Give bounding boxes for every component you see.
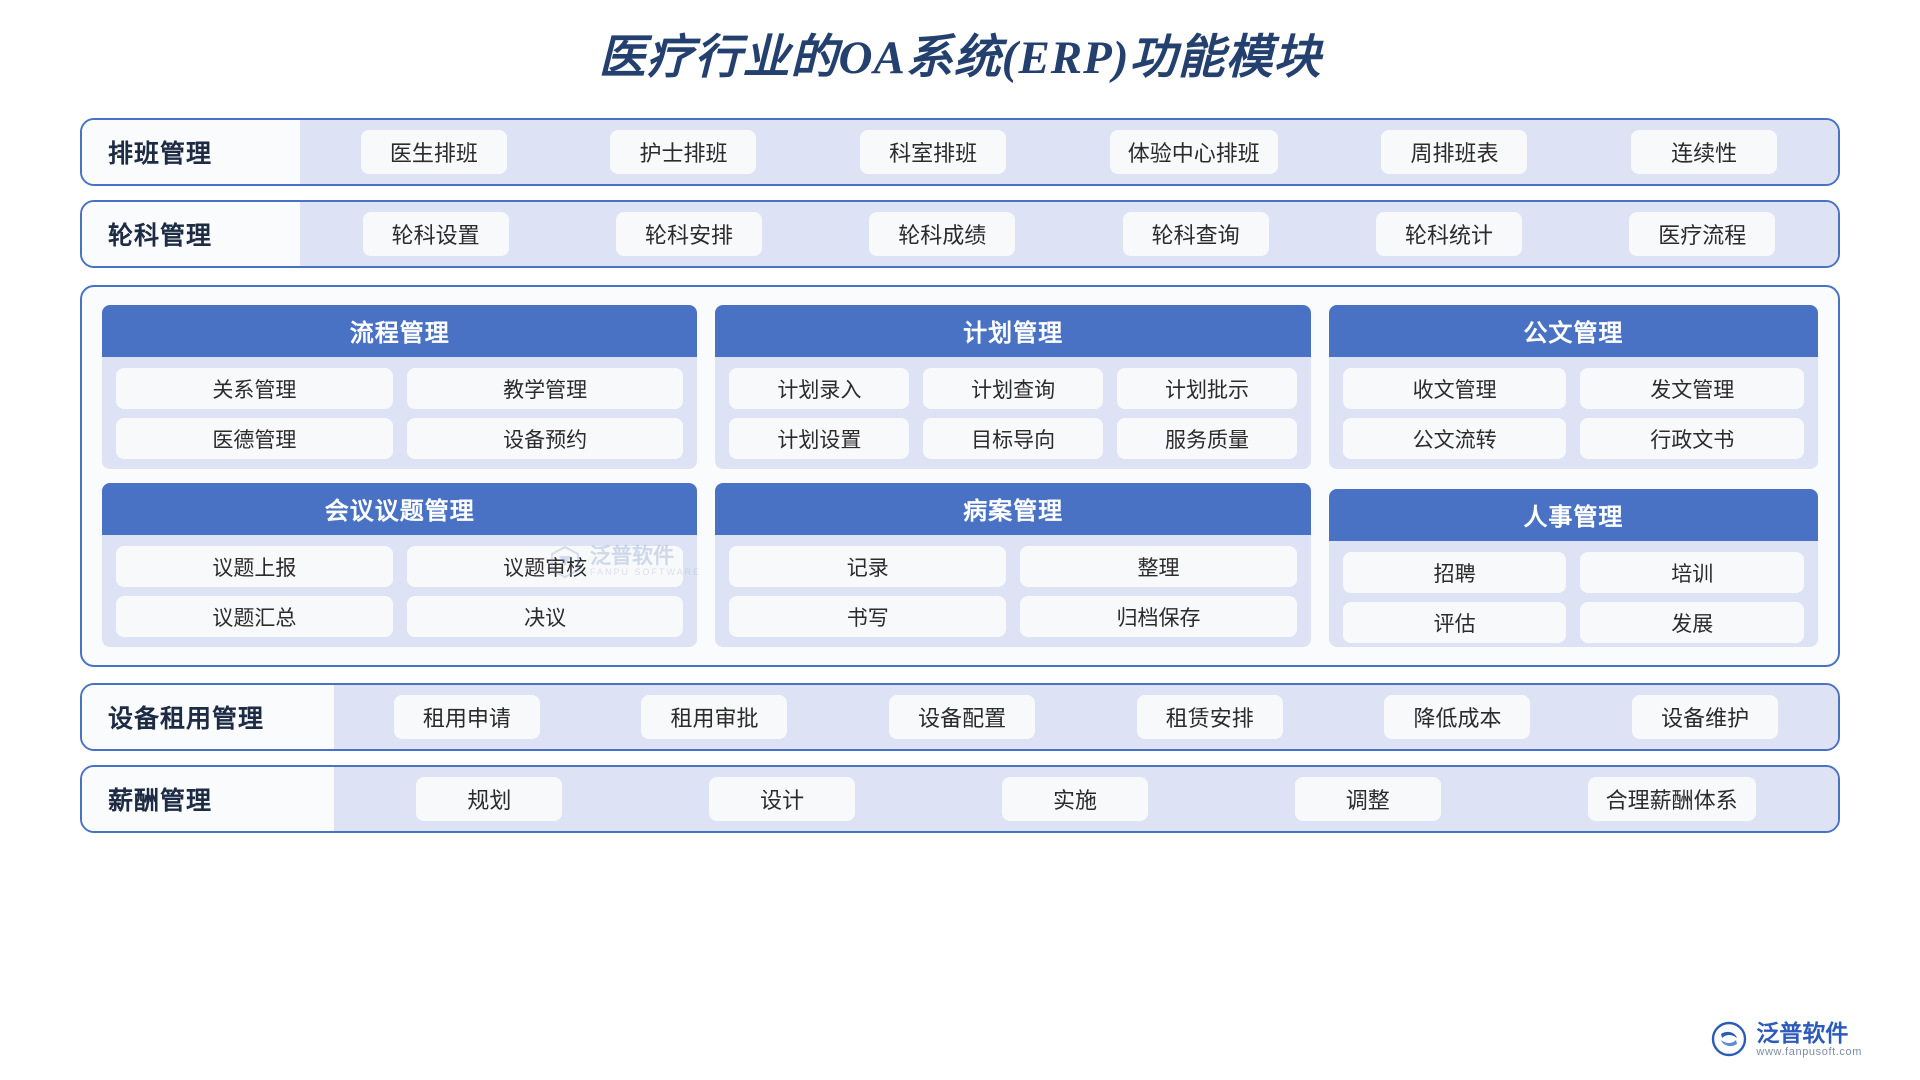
card-title: 人事管理: [1328, 489, 1818, 541]
band-salary-items: 规划 设计 实施 调整 合理薪酬体系: [334, 767, 1838, 831]
card-item[interactable]: 整理: [1020, 546, 1297, 587]
band-item[interactable]: 租用审批: [641, 695, 788, 739]
card-title: 病案管理: [715, 483, 1311, 535]
card-item[interactable]: 决议: [406, 596, 684, 637]
card-items: 关系管理 教学管理 医德管理 设备预约: [102, 357, 698, 469]
band-item[interactable]: 降低成本: [1384, 695, 1531, 739]
band-item[interactable]: 设计: [709, 777, 856, 821]
card-plan-management: 计划管理 计划录入 计划查询 计划批示 计划设置 目标导向 服务质量: [715, 305, 1311, 469]
card-item[interactable]: 发文管理: [1580, 368, 1804, 409]
band-item[interactable]: 轮科统计: [1375, 212, 1522, 256]
band-item[interactable]: 设备配置: [889, 695, 1036, 739]
band-item[interactable]: 护士排班: [610, 130, 757, 174]
card-item[interactable]: 议题汇总: [116, 596, 393, 637]
band-item[interactable]: 租赁安排: [1136, 695, 1283, 739]
card-item[interactable]: 书写: [729, 596, 1007, 637]
band-item[interactable]: 规划: [416, 777, 563, 821]
brand-cn: 泛普软件: [1756, 1019, 1849, 1046]
card-item[interactable]: 招聘: [1342, 552, 1567, 593]
card-item[interactable]: 计划查询: [923, 368, 1104, 409]
band-item[interactable]: 周排班表: [1381, 130, 1528, 174]
band-equipment-rental: 设备租用管理 租用申请 租用审批 设备配置 租赁安排 降低成本 设备维护: [80, 683, 1840, 751]
band-item[interactable]: 设备维护: [1632, 695, 1779, 739]
card-item[interactable]: 目标导向: [923, 418, 1104, 459]
band-schedule-items: 医生排班 护士排班 科室排班 体验中心排班 周排班表 连续性: [300, 120, 1838, 184]
band-item[interactable]: 体验中心排班: [1109, 130, 1278, 174]
card-medical-record-management: 病案管理 记录 整理 书写 归档保存: [715, 483, 1311, 647]
card-item[interactable]: 教学管理: [406, 368, 684, 409]
card-item[interactable]: 议题上报: [116, 546, 393, 587]
card-document-management: 公文管理 收文管理 发文管理 公文流转 行政文书: [1328, 305, 1818, 469]
card-item[interactable]: 收文管理: [1342, 368, 1567, 409]
card-item[interactable]: 发展: [1580, 602, 1804, 643]
brand-logo: 泛普软件 www.fanpusoft.com: [1711, 1019, 1862, 1058]
card-item[interactable]: 计划录入: [729, 368, 910, 409]
band-schedule-label: 排班管理: [82, 120, 300, 184]
band-item[interactable]: 调整: [1294, 777, 1441, 821]
band-item[interactable]: 医疗流程: [1629, 212, 1776, 256]
band-item[interactable]: 连续性: [1631, 130, 1778, 174]
card-hr-management: 人事管理 招聘 培训 评估 发展: [1328, 489, 1818, 647]
card-items: 议题上报 议题审核 议题汇总 决议: [102, 535, 698, 647]
band-item[interactable]: 实施: [1001, 777, 1148, 821]
card-item[interactable]: 医德管理: [116, 418, 393, 459]
band-item[interactable]: 合理薪酬体系: [1587, 777, 1756, 821]
card-items: 记录 整理 书写 归档保存: [715, 535, 1311, 647]
card-item[interactable]: 公文流转: [1342, 418, 1567, 459]
band-schedule: 排班管理 医生排班 护士排班 科室排班 体验中心排班 周排班表 连续性: [80, 118, 1840, 186]
card-item[interactable]: 计划设置: [729, 418, 910, 459]
card-item[interactable]: 记录: [729, 546, 1007, 587]
band-equipment-items: 租用申请 租用审批 设备配置 租赁安排 降低成本 设备维护: [334, 685, 1838, 749]
band-salary-label: 薪酬管理: [82, 767, 334, 831]
card-title: 计划管理: [715, 305, 1311, 357]
card-title: 会议议题管理: [102, 483, 698, 535]
card-meeting-topic-management: 会议议题管理 议题上报 议题审核 议题汇总 决议: [102, 483, 698, 647]
card-item[interactable]: 服务质量: [1117, 418, 1297, 459]
card-item[interactable]: 评估: [1342, 602, 1567, 643]
card-items: 收文管理 发文管理 公文流转 行政文书: [1328, 357, 1818, 469]
band-rotation-label: 轮科管理: [82, 202, 300, 266]
band-item[interactable]: 轮科成绩: [869, 212, 1016, 256]
band-item[interactable]: 轮科安排: [615, 212, 762, 256]
band-rotation-items: 轮科设置 轮科安排 轮科成绩 轮科查询 轮科统计 医疗流程: [300, 202, 1838, 266]
card-item[interactable]: 设备预约: [406, 418, 684, 459]
band-item[interactable]: 医生排班: [360, 130, 507, 174]
band-item[interactable]: 租用申请: [393, 695, 540, 739]
card-item[interactable]: 关系管理: [116, 368, 393, 409]
brand-text: 泛普软件 www.fanpusoft.com: [1756, 1019, 1862, 1058]
card-title: 公文管理: [1328, 305, 1818, 357]
card-item[interactable]: 归档保存: [1020, 596, 1297, 637]
band-salary-management: 薪酬管理 规划 设计 实施 调整 合理薪酬体系: [80, 765, 1840, 833]
card-item[interactable]: 培训: [1580, 552, 1804, 593]
card-item[interactable]: 议题审核: [406, 546, 684, 587]
card-item[interactable]: 行政文书: [1580, 418, 1804, 459]
brand-en: www.fanpusoft.com: [1756, 1045, 1862, 1058]
card-item[interactable]: 计划批示: [1117, 368, 1297, 409]
band-equipment-label: 设备租用管理: [82, 685, 334, 749]
band-item[interactable]: 轮科查询: [1122, 212, 1269, 256]
fanpu-brand-icon: [1711, 1021, 1747, 1057]
band-item[interactable]: 轮科设置: [362, 212, 509, 256]
card-items: 计划录入 计划查询 计划批示 计划设置 目标导向 服务质量: [715, 357, 1311, 469]
page-title: 医疗行业的OA系统(ERP)功能模块: [598, 32, 1322, 84]
card-items: 招聘 培训 评估 发展: [1328, 541, 1818, 647]
modules-grid-panel: 流程管理 关系管理 教学管理 医德管理 设备预约 计划管理 计划录入 计划查询 …: [80, 285, 1840, 667]
card-process-management: 流程管理 关系管理 教学管理 医德管理 设备预约: [102, 305, 698, 469]
band-item[interactable]: 科室排班: [860, 130, 1007, 174]
band-rotation: 轮科管理 轮科设置 轮科安排 轮科成绩 轮科查询 轮科统计 医疗流程: [80, 200, 1840, 268]
card-title: 流程管理: [102, 305, 698, 357]
